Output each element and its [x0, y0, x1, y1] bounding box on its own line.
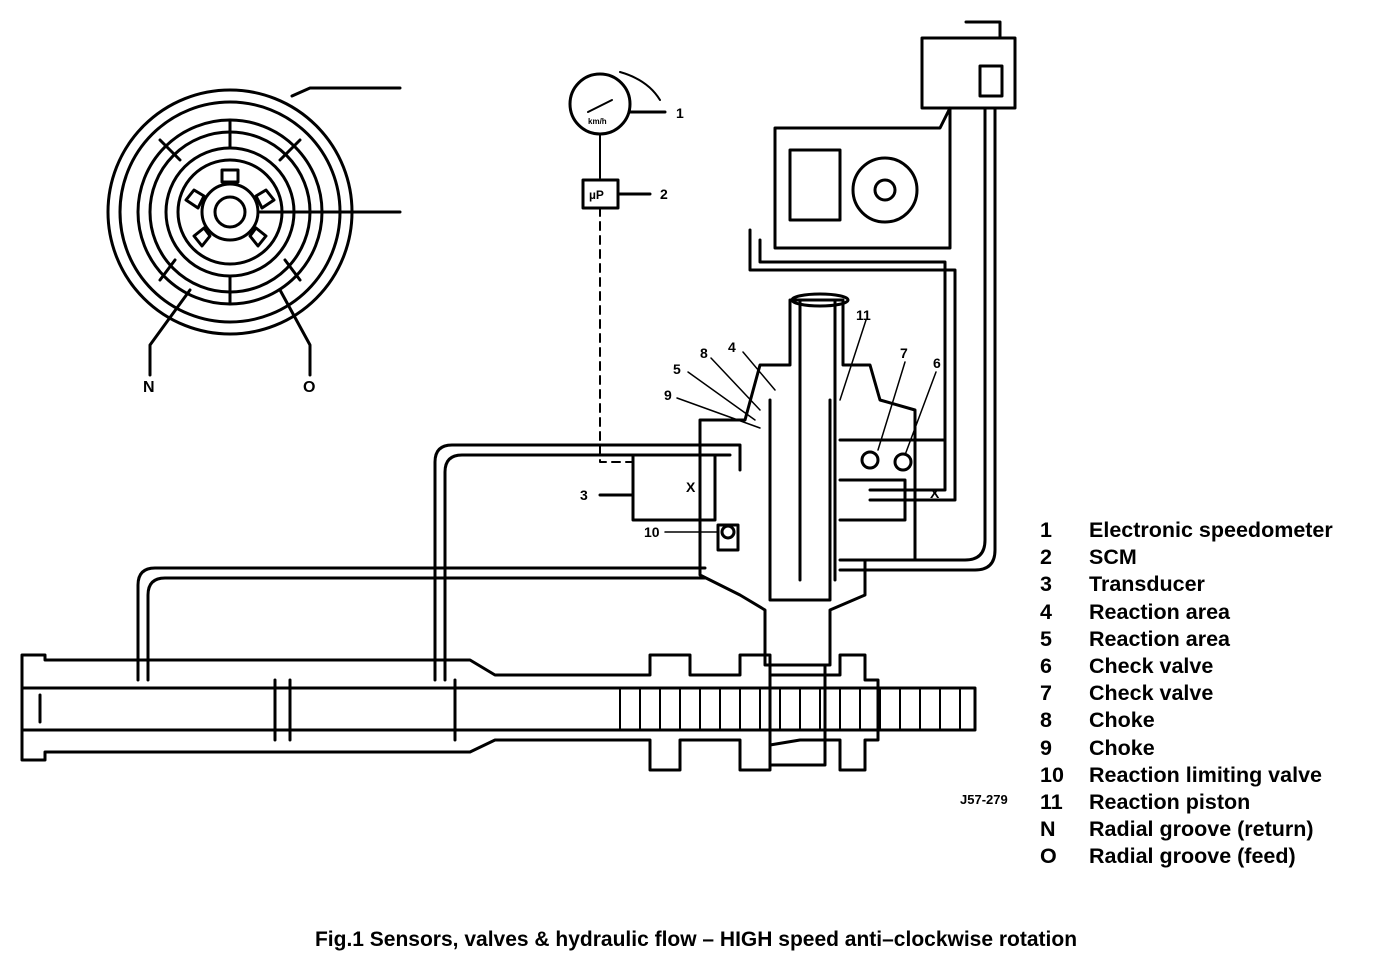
legend-key: 6: [1040, 653, 1052, 678]
legend-text: Reaction piston: [1089, 789, 1251, 814]
legend-key: 2: [1040, 545, 1052, 570]
legend-key: 1: [1040, 518, 1052, 542]
callout-5: 5: [673, 361, 681, 377]
legend-key: N: [1040, 817, 1056, 842]
legend-text: Reaction area: [1089, 599, 1231, 624]
rack-housing: [20, 653, 977, 772]
legend-text: Check valve: [1089, 681, 1214, 706]
callout-8: 8: [700, 345, 708, 361]
callout-4: 4: [728, 339, 736, 355]
legend-key: 4: [1040, 599, 1052, 624]
rotary-valve-section: [106, 86, 402, 377]
legend-key: 7: [1040, 681, 1052, 706]
callout-11: 11: [856, 307, 871, 323]
callout-7: 7: [900, 345, 908, 361]
legend-text: Check valve: [1089, 653, 1214, 678]
legend-key: 5: [1040, 626, 1052, 651]
legend-text: Reaction area: [1089, 626, 1231, 651]
legend-text: Radial groove (return): [1089, 817, 1314, 842]
pump: [748, 106, 957, 502]
legend-key: 8: [1040, 708, 1052, 733]
callout-O: O: [303, 379, 315, 396]
legend-key: 9: [1040, 735, 1052, 760]
hydraulic-lines: [136, 443, 742, 682]
valve-housing: [598, 292, 947, 667]
legend-key: O: [1040, 844, 1057, 869]
figure-caption: Fig.1 Sensors, valves & hydraulic flow –…: [314, 928, 1078, 951]
callout-2: 2: [660, 186, 668, 202]
legend-key: 3: [1040, 572, 1052, 597]
callout-6: 6: [933, 355, 941, 371]
legend-text: Choke: [1089, 735, 1155, 760]
reservoir: [838, 20, 1017, 572]
callout-3: 3: [580, 487, 588, 503]
callout-N: N: [143, 379, 155, 396]
gauge-unit-label: km/h: [588, 117, 607, 126]
legend-text: Electronic speedometer: [1089, 518, 1333, 542]
marker-x-right: X: [930, 485, 940, 501]
callout-leaders: [664, 319, 937, 533]
callout-9: 9: [664, 387, 672, 403]
legend-text: Transducer: [1089, 572, 1205, 597]
scm-box: [581, 178, 652, 463]
figure-reference: J57-279: [960, 792, 1008, 807]
processor-label: µP: [589, 188, 604, 202]
speedometer-gauge: [568, 71, 667, 179]
legend-text: Choke: [1089, 708, 1155, 733]
marker-x-left: X: [686, 479, 696, 495]
legend-key: 10: [1040, 762, 1064, 787]
callout-10: 10: [644, 524, 660, 540]
legend-key: 11: [1040, 789, 1063, 814]
legend-text: Radial groove (feed): [1089, 844, 1296, 869]
legend-text: SCM: [1089, 545, 1137, 570]
callout-1: 1: [676, 105, 684, 121]
legend-text: Reaction limiting valve: [1089, 762, 1322, 787]
